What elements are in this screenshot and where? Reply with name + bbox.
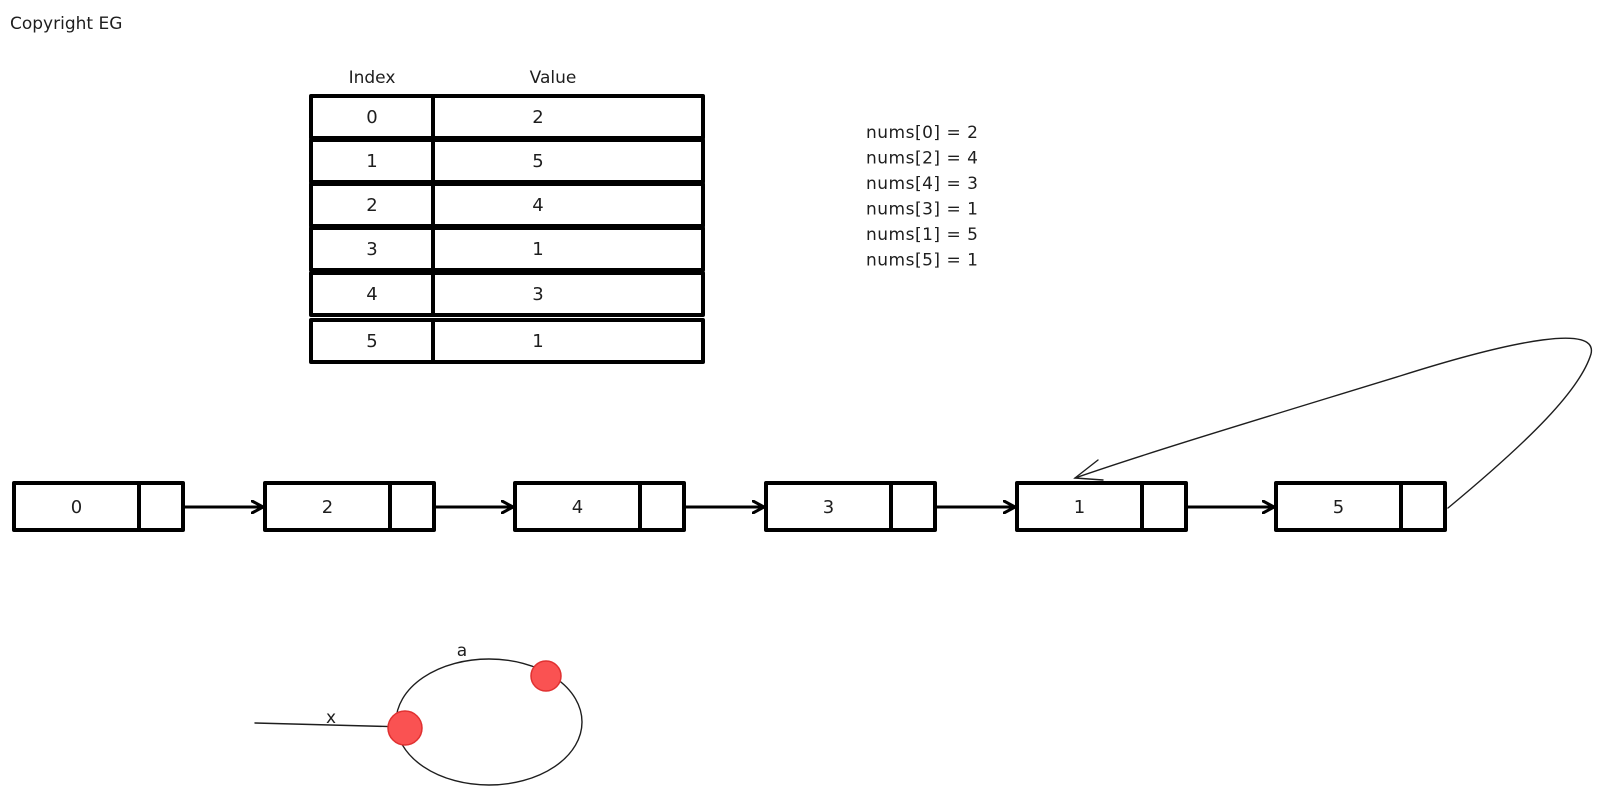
equation-list: nums[0] = 2 nums[2] = 4 nums[4] = 3 nums[3]… — [866, 123, 978, 271]
index-cell-text: 4 — [366, 284, 377, 305]
equation-line: nums[1] = 5 — [866, 225, 978, 245]
list-node: 2 — [263, 481, 436, 532]
node-value-text: 2 — [322, 497, 333, 518]
meeting-point-dot — [530, 660, 562, 692]
value-cell-text: 3 — [532, 284, 543, 305]
node-value-text: 0 — [71, 497, 82, 518]
value-cell — [431, 182, 705, 228]
value-header: Value — [530, 68, 577, 88]
value-cell-text: 4 — [532, 195, 543, 216]
node-pointer-box — [638, 481, 686, 532]
x-label: x — [326, 708, 336, 728]
equation-line: nums[5] = 1 — [866, 251, 978, 271]
equation-line: nums[0] = 2 — [866, 123, 978, 143]
copyright-text: Copyright EG — [10, 14, 122, 34]
list-node: 0 — [12, 481, 185, 532]
value-cell-text: 1 — [532, 331, 543, 352]
cycle-back-arrow — [1074, 337, 1593, 509]
value-cell — [431, 318, 705, 364]
node-pointer-box — [388, 481, 436, 532]
cycle-entry-dot — [387, 710, 423, 746]
value-cell-text: 2 — [532, 107, 543, 128]
value-cell-text: 1 — [532, 239, 543, 260]
cycle-back-arrowhead — [1073, 459, 1104, 481]
node-value-text: 3 — [823, 497, 834, 518]
node-pointer-box — [889, 481, 937, 532]
index-cell-text: 0 — [366, 107, 377, 128]
node-pointer-box — [1140, 481, 1188, 532]
value-cell — [431, 271, 705, 317]
index-cell-text: 2 — [366, 195, 377, 216]
list-node: 4 — [513, 481, 686, 532]
index-cell-text: 5 — [366, 331, 377, 352]
value-cell — [431, 94, 705, 140]
node-value-text: 5 — [1333, 497, 1344, 518]
node-pointer-box — [137, 481, 185, 532]
equation-line: nums[2] = 4 — [866, 149, 978, 169]
equation-line: nums[3] = 1 — [866, 200, 978, 220]
index-header: Index — [349, 68, 396, 88]
linked-list: 0 2 4 3 1 5 — [12, 481, 1447, 532]
tail-line — [254, 722, 406, 728]
equation-line: nums[4] = 3 — [866, 174, 978, 194]
index-cell-text: 1 — [366, 151, 377, 172]
index-cell-text: 3 — [366, 239, 377, 260]
value-cell — [431, 138, 705, 184]
value-cell — [431, 226, 705, 272]
node-value-text: 1 — [1074, 497, 1085, 518]
node-pointer-box — [1399, 481, 1447, 532]
value-cell-text: 5 — [532, 151, 543, 172]
list-node: 1 — [1015, 481, 1188, 532]
list-node: 5 — [1274, 481, 1447, 532]
cycle-sketch: a x — [254, 641, 583, 786]
list-node: 3 — [764, 481, 937, 532]
a-label: a — [457, 641, 467, 661]
node-value-text: 4 — [572, 497, 583, 518]
